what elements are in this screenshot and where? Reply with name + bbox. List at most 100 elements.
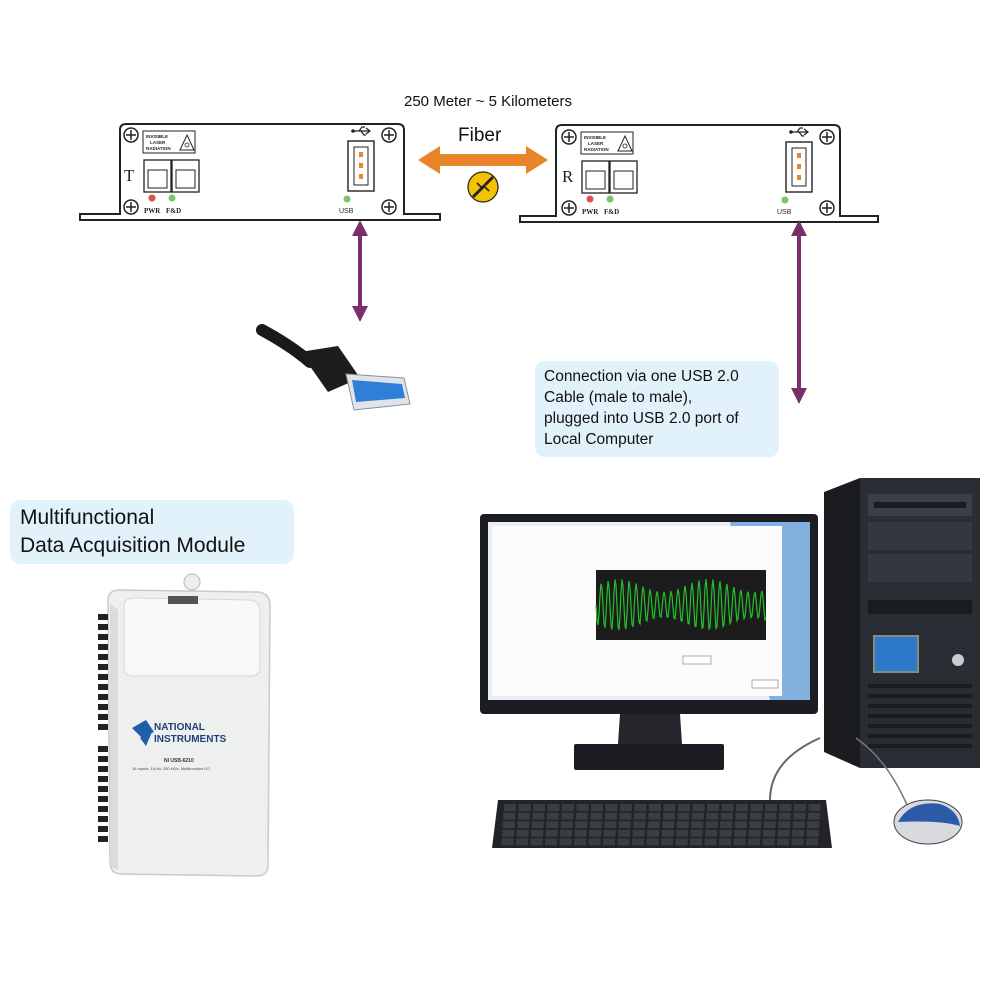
keyboard-key	[646, 838, 659, 846]
keyboard-key	[692, 804, 705, 811]
keyboard-key	[545, 829, 558, 837]
keyboard-key	[691, 812, 704, 820]
screw-icon	[561, 200, 577, 216]
keyboard-key	[560, 821, 573, 829]
fiber-port	[609, 160, 638, 194]
keyboard-key	[531, 821, 544, 829]
keyboard-key	[662, 821, 675, 829]
keyboard-key	[719, 838, 732, 846]
mouse-cable	[769, 737, 821, 801]
keyboard-key	[750, 804, 763, 811]
fd-led	[606, 195, 614, 203]
keyboard-key	[604, 812, 617, 820]
keyboard-key	[589, 829, 602, 837]
keyboard-key	[748, 838, 761, 846]
keyboard-key	[734, 829, 747, 837]
keyboard-key	[632, 838, 645, 846]
keyboard-key	[705, 821, 718, 829]
receiver-device: INVISIBLE LASER RADIATION R PWR F&D USB	[519, 124, 879, 223]
keyboard-key	[807, 821, 820, 829]
laser-warning-line1: INVISIBLE	[584, 135, 606, 140]
keyboard-key	[547, 804, 560, 811]
keyboard-key	[793, 812, 806, 820]
keyboard-key	[517, 812, 530, 820]
keyboard-key	[777, 838, 790, 846]
usb-led	[781, 196, 789, 204]
keyboard-key	[502, 829, 515, 837]
pc-tower	[824, 478, 980, 768]
connection-note-line3: plugged into USB 2.0 port of	[544, 410, 739, 427]
keyboard-key	[765, 804, 777, 811]
keyboard-key	[720, 821, 733, 829]
keyboard-key	[661, 838, 674, 846]
usb-symbol-icon	[351, 126, 371, 136]
usb-label: USB	[339, 208, 354, 215]
keyboard-key	[733, 838, 746, 846]
screw-icon	[819, 129, 835, 145]
keyboard-key	[764, 812, 777, 820]
keyboard-key	[532, 812, 545, 820]
keyboard-key	[720, 812, 733, 820]
keyboard-key	[763, 829, 776, 837]
screw-icon	[561, 129, 577, 145]
usb-label: USB	[777, 209, 792, 216]
connection-note-line2: Cable (male to male),	[544, 389, 693, 406]
fiber-link-diagram: INVISIBLE LASER RADIATION T PWR F&D USB …	[79, 123, 879, 411]
laser-warning-line3: RADIATION	[146, 146, 171, 151]
keyboard-key	[705, 829, 718, 837]
screw-icon	[381, 127, 397, 143]
keyboard-key	[591, 804, 603, 811]
keyboard-key	[749, 821, 762, 829]
screw-icon	[123, 199, 139, 215]
keyboard-key	[806, 829, 819, 837]
keyboard-key	[677, 812, 690, 820]
keyboard-key	[806, 838, 819, 846]
laser-warning-line3: RADIATION	[584, 147, 609, 152]
mouse	[893, 799, 963, 845]
screw-icon	[819, 200, 835, 216]
connection-note-line1: Connection via one USB 2.0	[544, 368, 739, 385]
waveform	[595, 579, 767, 631]
keyboard-key	[559, 838, 572, 846]
keyboard-key	[792, 821, 805, 829]
keyboard-key	[620, 804, 632, 811]
keyboard-key	[617, 838, 630, 846]
keyboard-key	[576, 804, 589, 811]
laser-warning-icon	[179, 133, 195, 151]
keyboard-key	[735, 812, 748, 820]
keyboard-key	[763, 821, 776, 829]
transmitter-device: INVISIBLE LASER RADIATION T PWR F&D USB	[79, 123, 441, 221]
fiber-double-arrow	[418, 146, 548, 174]
keyboard	[492, 800, 832, 848]
keyboard-key	[649, 804, 661, 811]
keyboard-key	[560, 829, 573, 837]
keyboard-key	[501, 838, 514, 846]
laser-warning-icon	[617, 134, 633, 152]
keyboard-key	[575, 821, 588, 829]
pwr-led	[148, 194, 156, 202]
fiber-port	[581, 160, 610, 194]
computer-image	[480, 478, 980, 848]
keyboard-key	[808, 804, 821, 811]
keyboard-key	[792, 829, 805, 837]
keyboard-key	[736, 804, 748, 811]
keyboard-key	[633, 821, 646, 829]
keyboard-key	[504, 804, 516, 811]
keyboard-key	[531, 829, 544, 837]
keyboard-key	[618, 821, 631, 829]
fd-label: F&D	[166, 207, 181, 215]
keyboard-key	[589, 821, 602, 829]
keyboard-key	[604, 821, 617, 829]
laser-warning-line2: LASER	[588, 141, 604, 146]
usb-symbol-icon	[789, 127, 809, 137]
transmitter-letter: T	[124, 166, 135, 185]
keyboard-key	[648, 812, 661, 820]
daq-spec: 16 Inputs, 16-bit, 250 kS/s, Multifuncti…	[132, 766, 210, 771]
pwr-led	[586, 195, 594, 203]
keyboard-key	[778, 812, 791, 820]
keyboard-key	[562, 804, 574, 811]
keyboard-key	[791, 838, 804, 846]
keyboard-key	[748, 829, 761, 837]
keyboard-key	[749, 812, 762, 820]
keyboard-key	[762, 838, 775, 846]
